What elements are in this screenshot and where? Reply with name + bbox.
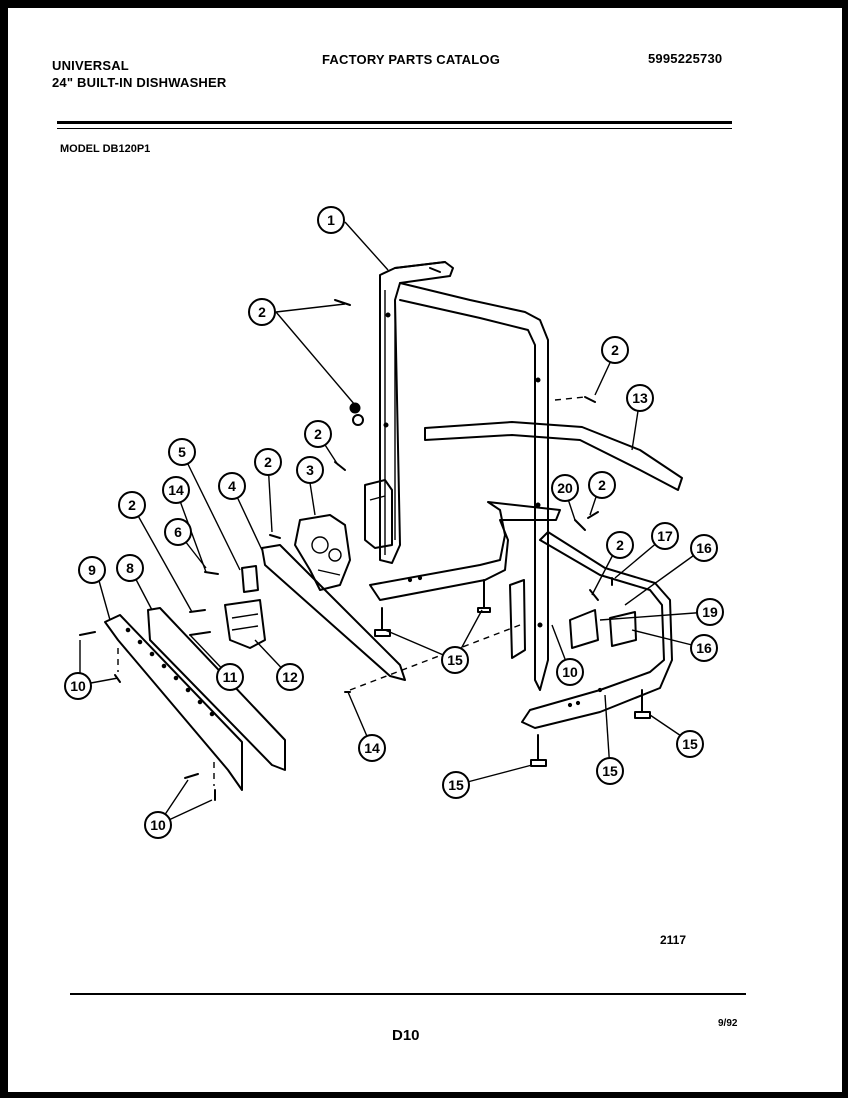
svg-text:3: 3 bbox=[306, 462, 314, 478]
callout-14-bottom: 14 bbox=[358, 734, 386, 762]
callout-2-left: 2 bbox=[118, 491, 146, 519]
base-rail-part-16 bbox=[521, 531, 673, 729]
catalog-title: FACTORY PARTS CATALOG bbox=[322, 52, 501, 67]
bracket-part-17 bbox=[609, 611, 637, 647]
kick-panel-part-9 bbox=[104, 614, 243, 791]
svg-text:13: 13 bbox=[632, 390, 648, 406]
callout-10-right: 10 bbox=[556, 658, 584, 686]
kick-panel-holes bbox=[125, 627, 215, 717]
svg-text:16: 16 bbox=[696, 540, 712, 556]
svg-text:14: 14 bbox=[168, 482, 184, 498]
svg-text:2: 2 bbox=[258, 304, 266, 320]
svg-text:9: 9 bbox=[88, 562, 96, 578]
base-rail-left bbox=[369, 501, 561, 601]
svg-text:19: 19 bbox=[702, 604, 718, 620]
model-label: MODEL DB120P1 bbox=[60, 143, 151, 155]
svg-text:15: 15 bbox=[682, 736, 698, 752]
callout-3: 3 bbox=[296, 456, 324, 484]
frame-assembly bbox=[364, 261, 549, 691]
callout-17: 16 bbox=[690, 634, 718, 662]
svg-text:15: 15 bbox=[447, 652, 463, 668]
svg-text:6: 6 bbox=[174, 524, 182, 540]
svg-text:15: 15 bbox=[448, 777, 464, 793]
svg-text:10: 10 bbox=[150, 817, 166, 833]
callout-2-top: 2 bbox=[248, 298, 276, 326]
svg-text:11: 11 bbox=[223, 669, 238, 685]
product-label: 24" BUILT-IN DISHWASHER bbox=[52, 75, 227, 90]
callout-2-right: 2 bbox=[588, 471, 616, 499]
revision-date: 9/92 bbox=[718, 1018, 738, 1029]
callout-15-right: 15 bbox=[676, 730, 704, 758]
callout-10-left: 10 bbox=[64, 672, 92, 700]
callout-2-bracket: 2 bbox=[606, 531, 634, 559]
callout-15-bottom: 15 bbox=[442, 771, 470, 799]
drawing-number: 2117 bbox=[660, 933, 687, 947]
valve-assembly-part-3 bbox=[294, 514, 351, 591]
callout-8: 8 bbox=[116, 554, 144, 582]
svg-text:5: 5 bbox=[178, 444, 186, 460]
callout-15-center: 15 bbox=[441, 646, 469, 674]
svg-text:10: 10 bbox=[70, 678, 86, 694]
svg-text:2: 2 bbox=[264, 454, 272, 470]
svg-text:2: 2 bbox=[598, 477, 606, 493]
brand-label: UNIVERSAL bbox=[52, 58, 129, 73]
callout-19: 17 bbox=[651, 522, 679, 550]
callout-16-rail: 15 bbox=[596, 757, 624, 785]
switch-part-5 bbox=[241, 565, 259, 593]
svg-text:16: 16 bbox=[696, 640, 712, 656]
callout-20: 19 bbox=[696, 598, 724, 626]
footer-rule bbox=[70, 993, 746, 995]
svg-text:15: 15 bbox=[602, 763, 618, 779]
leveling-legs-part-15 bbox=[374, 579, 651, 767]
svg-text:8: 8 bbox=[126, 560, 134, 576]
callout-5: 5 bbox=[168, 438, 196, 466]
header-rule-bottom bbox=[57, 128, 732, 129]
catalog-number: 5995225730 bbox=[648, 51, 723, 66]
callout-12: 12 bbox=[276, 663, 304, 691]
screws bbox=[79, 299, 613, 801]
callout-6: 6 bbox=[164, 518, 192, 546]
svg-text:2: 2 bbox=[616, 537, 624, 553]
svg-text:12: 12 bbox=[282, 669, 298, 685]
svg-text:2: 2 bbox=[314, 426, 322, 442]
callout-4: 4 bbox=[218, 472, 246, 500]
callout-13: 13 bbox=[626, 384, 654, 412]
alignment-lines bbox=[117, 396, 586, 786]
svg-text:20: 20 bbox=[557, 480, 573, 496]
page-number: D10 bbox=[392, 1027, 420, 1044]
callout-11: 11 bbox=[216, 663, 244, 691]
callout-1: 1 bbox=[317, 206, 345, 234]
rod-part-13 bbox=[424, 421, 683, 491]
callout-2-valve: 2 bbox=[254, 448, 282, 476]
svg-text:10: 10 bbox=[562, 664, 578, 680]
callout-21: 20 bbox=[551, 474, 579, 502]
panel-part-8 bbox=[147, 607, 286, 771]
callout-10-bottom: 10 bbox=[144, 811, 172, 839]
callout-2-mid: 2 bbox=[304, 420, 332, 448]
svg-text:2: 2 bbox=[128, 497, 136, 513]
svg-text:17: 17 bbox=[657, 528, 673, 544]
svg-text:2: 2 bbox=[611, 342, 619, 358]
header-rule-top bbox=[57, 121, 732, 124]
callout-16-top: 16 bbox=[690, 534, 718, 562]
bracket-part-10-right bbox=[509, 579, 526, 659]
svg-text:4: 4 bbox=[228, 478, 236, 494]
rail-part-4 bbox=[261, 544, 406, 681]
callout-labels: 1 2 2 2 2 2 2 2 3 4 5 6 8 9 10 10 10 11 … bbox=[64, 206, 724, 839]
switch-assembly-part-12 bbox=[224, 599, 266, 649]
svg-text:1: 1 bbox=[327, 212, 335, 228]
callout-14-left: 14 bbox=[162, 476, 190, 504]
callout-9: 9 bbox=[78, 556, 106, 584]
callout-2-right-top: 2 bbox=[601, 336, 629, 364]
bracket-part-20 bbox=[569, 609, 599, 649]
svg-text:14: 14 bbox=[364, 740, 380, 756]
